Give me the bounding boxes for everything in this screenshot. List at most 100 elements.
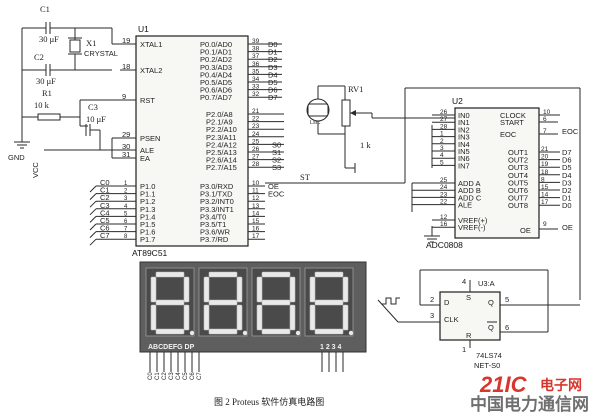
display-decimal-point (189, 330, 195, 336)
display-segment (309, 304, 316, 331)
ldr-label: Lsrc (310, 120, 321, 126)
u1-p3-net-label: OE (268, 182, 279, 191)
u1-p0-net-label: D0 (268, 40, 278, 49)
u2-right-pin-name: START (500, 118, 524, 127)
u1-p0-net-label: D6 (268, 86, 278, 95)
u2-in-pin-num: 28 (440, 123, 448, 130)
u1-p1-net-label: C2 (100, 193, 110, 202)
display-bottom-net-label: C0 (148, 372, 154, 380)
display-digit-label: 1 2 3 4 (320, 344, 342, 351)
u1-p1-pin-name: P1.7 (140, 235, 155, 244)
u2-out-pin-name: OUT7 (508, 194, 528, 203)
u1-p0-pin-name: P0.7/AD7 (200, 93, 232, 102)
watermark-number: 21IC (479, 372, 528, 397)
u1-p1-pin-num: 8 (124, 234, 128, 240)
r1-resistor (37, 113, 61, 121)
u1-p1-pin-name: P1.4 (140, 212, 155, 221)
u1-p2-pin-num: 26 (252, 146, 260, 153)
u2-vref-pin-name: VREF(+) (458, 216, 488, 225)
u1-p2-pin-name: P2.7/A15 (206, 163, 237, 172)
u1-p3-pin-name: P3.3/INT1 (200, 205, 234, 214)
u1-p0-pin-name: P0.0/AD0 (200, 40, 232, 49)
u2-addr-pin-num: 25 (440, 177, 448, 184)
u1-p3-pin-num: 15 (252, 218, 260, 225)
u1-left-pin-name: ALE (140, 146, 154, 155)
u2-in-pin-num: 4 (440, 152, 444, 159)
display-bottom-net-label: C5 (183, 372, 189, 380)
u3-num-d: 2 (430, 295, 434, 304)
u1-p0-pin-name: P0.4/AD4 (200, 70, 232, 79)
u2-out-pin-num: 17 (541, 199, 549, 206)
u1-p3-pin-num: 17 (252, 233, 260, 240)
u1-p1-net-label: C5 (100, 216, 110, 225)
u1-p3-pin-name: P3.6/WR (200, 228, 231, 237)
display-segment (314, 299, 344, 306)
display-bottom-net-label: C6 (190, 372, 196, 380)
display-segment (155, 328, 185, 335)
u1-p2-pin-num: 27 (252, 154, 260, 161)
c2-value: 30 μF (36, 76, 56, 86)
display-segment (256, 304, 263, 331)
display-segment (203, 276, 210, 303)
u2-out-pin-name: OUT4 (508, 171, 528, 180)
u3-part: 74LS74 (476, 351, 502, 360)
u2-out-pin-num: 21 (541, 146, 549, 153)
u2-out-pin-num: 18 (541, 169, 549, 176)
watermark-logo: 21IC 电子网 中国电力通信网 (470, 372, 589, 414)
u1-p1-pin-name: P1.6 (140, 228, 155, 237)
u3-pin-clk: CLK (444, 315, 459, 324)
u1-p1-pin-num: 7 (124, 227, 128, 233)
u2-oe-pin-name: OE (520, 226, 531, 235)
u1-p1-net-label: C1 (100, 186, 110, 195)
u1-p3-pin-num: 10 (252, 180, 260, 187)
u1-p3-pin-num: 11 (252, 188, 259, 195)
u1-p0-pin-num: 36 (252, 61, 260, 68)
u3-num-s: 4 (462, 277, 466, 286)
u2-out-net-label: D1 (562, 194, 572, 203)
u2-right-pin-num: 7 (543, 128, 547, 135)
u1-p0-net-label: D7 (268, 93, 278, 102)
display-segment (155, 271, 185, 278)
u3-num-q: 5 (505, 295, 509, 304)
display-decimal-point (348, 330, 354, 336)
u1-p3-pin-name: P3.5/T1 (200, 220, 226, 229)
u1-p2-pin-num: 23 (252, 123, 260, 130)
u1-p0-net-label: D4 (268, 70, 278, 79)
u2-eoc-net: EOC (562, 127, 579, 136)
c1-name: C1 (40, 4, 50, 14)
u2-out-pin-num: 15 (541, 184, 549, 191)
display-segment (342, 276, 349, 303)
u1-p2-net-label: S2 (272, 156, 281, 165)
u1-p2-pin-name: P2.0/A8 (206, 110, 233, 119)
u1-p2-pin-num: 25 (252, 138, 260, 145)
display-bottom-net-label: C7 (197, 372, 203, 380)
u2-out-pin-name: OUT1 (508, 148, 528, 157)
display-bottom-net-label: C1 (155, 372, 161, 380)
u1-p1-pin-name: P1.2 (140, 197, 155, 206)
u1-p0-pin-num: 39 (252, 38, 260, 45)
u1-p2-pin-name: P2.4/A12 (206, 140, 237, 149)
u1-p0-pin-num: 33 (252, 84, 260, 91)
u1-p0-pin-name: P0.1/AD1 (200, 48, 232, 57)
display-segment (208, 299, 238, 306)
display-segment (236, 276, 243, 303)
display-segment (183, 304, 190, 331)
u1-p0-pin-num: 38 (252, 46, 260, 53)
u1-p3-pin-name: P3.0/RXD (200, 182, 234, 191)
u2-out-pin-num: 14 (541, 192, 549, 199)
u1-p0-pin-num: 34 (252, 76, 260, 83)
u2-vref-pin-num: 12 (440, 214, 448, 221)
u1-p1-pin-num: 2 (124, 189, 128, 195)
u1-p3-pin-num: 12 (252, 195, 260, 202)
u2-in-pin-name: IN0 (458, 111, 470, 120)
sensor-circuit: Lsrc RV1 1 k (306, 84, 462, 173)
u2-in-pin-name: IN5 (458, 147, 470, 156)
u1-p2-pin-name: P2.3/A11 (206, 133, 236, 142)
u1-left-pin-name: PSEN (140, 134, 160, 143)
u3-ref: U3:A (478, 279, 495, 288)
display-segment (208, 328, 238, 335)
u1-p0-pin-name: P0.2/AD2 (200, 55, 232, 64)
u1-p3-net-label: EOC (268, 190, 285, 199)
display-seg-label: ABCDEFG DP (148, 344, 195, 351)
u1-p1-pin-num: 5 (124, 211, 128, 217)
